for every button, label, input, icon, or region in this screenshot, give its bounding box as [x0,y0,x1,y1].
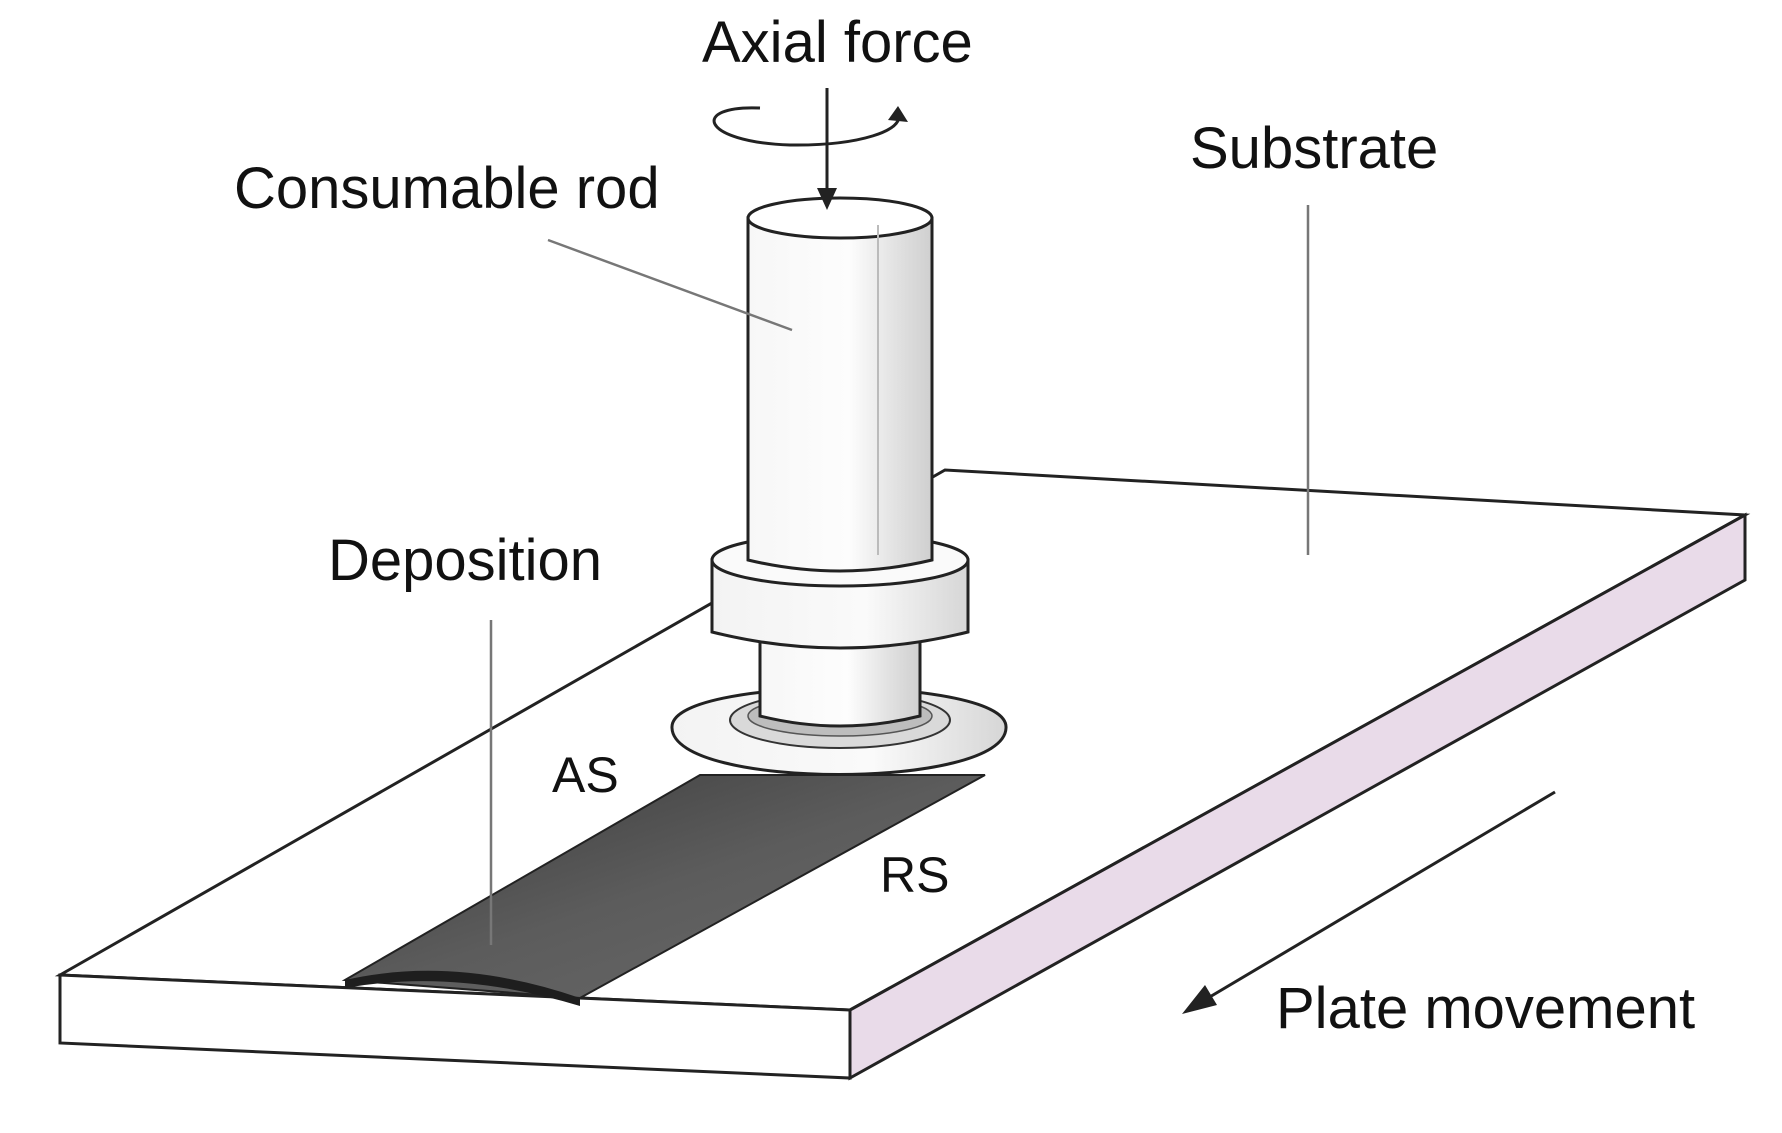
advancing-side-label: AS [552,747,619,803]
plate-movement-arrow-icon [1182,790,1556,1014]
rotation-arrow-icon [712,106,908,147]
axial-force-arrow-icon [817,88,837,210]
consumable-rod [670,196,1008,776]
substrate-label: Substrate [1190,116,1438,181]
consumable-rod-label: Consumable rod [234,156,660,221]
axial-force-label: Axial force [702,10,973,75]
consumable-rod-leader [547,238,793,332]
plate-side-face [848,512,1747,1081]
deposition-layer [341,774,986,1006]
plate-movement-label: Plate movement [1276,976,1695,1041]
deposition-label: Deposition [328,528,602,593]
leader-lines [489,205,1310,945]
retreating-side-label: RS [880,847,949,903]
